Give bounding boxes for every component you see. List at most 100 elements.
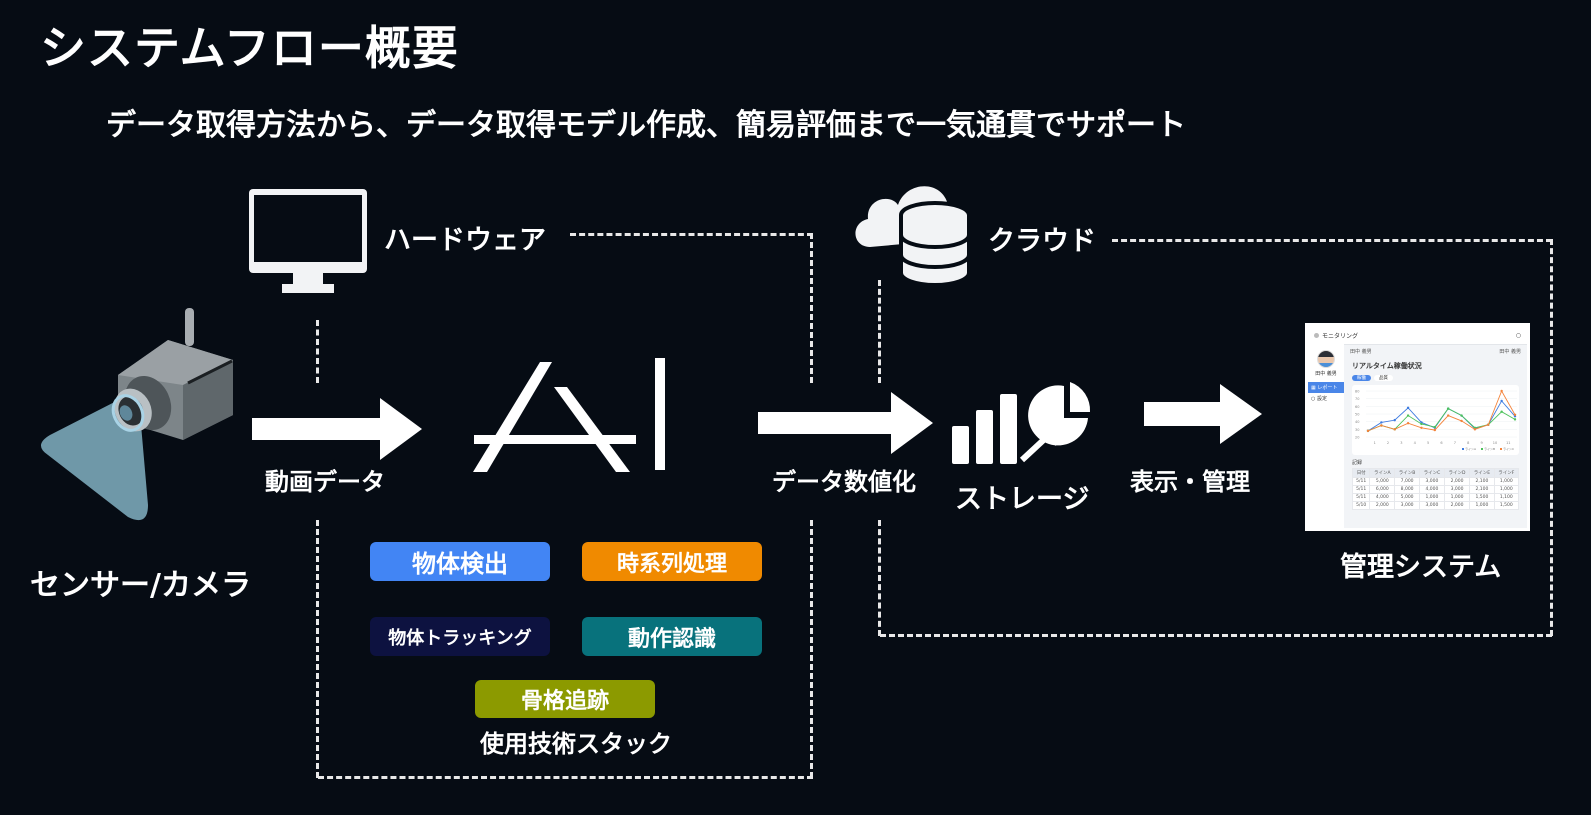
dashboard-topbar: モニタリング ○ [1308,326,1527,345]
search-icon: ○ [1515,331,1521,339]
legend-label: ラインA [1465,446,1477,451]
table-cell: 8,000 [1394,485,1421,494]
avatar [1317,350,1335,368]
cloud-frame-bottom [880,634,1552,637]
management-label: 管理システム [1340,552,1502,583]
hardware-frame-right-lower [810,520,813,778]
tech-chip-pose-tracking: 骨格追跡 [475,680,655,718]
table-cell: 5/11 [1351,477,1371,486]
x-tick-label: 11 [1506,441,1510,445]
tab-quality[interactable]: 品質 [1374,375,1393,381]
y-tick-label: 80 [1355,390,1359,394]
sidebar-item-settings[interactable]: ○ 設定 [1311,396,1327,402]
table-header-cell: ラインD [1443,468,1471,478]
hardware-frame-right-upper [810,233,813,383]
hardware-frame-bottom [318,776,813,779]
table-cell: 3,000 [1443,485,1471,494]
data-point [1420,426,1423,429]
arrow-video-data [252,398,422,460]
hardware-label: ハードウェア [384,225,546,256]
data-point [1513,413,1517,416]
hardware-frame-top [570,233,813,236]
sensor-label: センサー/カメラ [30,568,251,603]
data-point [1393,428,1396,431]
tech-chip-action-recognition: 動作認識 [582,617,762,656]
table-header-cell: 日付 [1351,468,1371,478]
arrow-label-video-data: 動画データ [265,468,385,496]
table-cell: 5/11 [1351,493,1371,502]
table-cell: 1,000 [1419,493,1445,502]
data-point [1446,414,1450,417]
y-tick-label: 20 [1355,436,1359,440]
x-tick-label: 6 [1440,441,1442,445]
tab-operation[interactable]: 稼働 [1352,375,1371,381]
cloud-frame-right [1550,239,1553,636]
table-cell: 2,100 [1469,485,1495,494]
data-point [1500,399,1503,403]
hardware-frame-left-lower [316,520,319,778]
data-point [1366,429,1370,433]
table-cell: 1,500 [1469,493,1495,502]
dashboard-sidebar: 田中 義男 ▦ レポート ○ 設定 [1308,344,1344,528]
table-cell: 2,000 [1443,477,1471,486]
table-header-cell: ラインB [1394,468,1421,478]
legend-label: ラインB [1484,446,1495,451]
arrow-label-display-manage: 表示・管理 [1130,468,1250,496]
table-cell: 3,000 [1419,501,1445,510]
tech-chip-object-detection: 物体検出 [370,542,550,581]
table-cell: 1,000 [1469,501,1495,510]
table-cell: 5/10 [1351,501,1371,510]
camera-icon [18,305,243,534]
dashboard-page-title: リアルタイム稼働状況 [1352,362,1422,370]
y-tick-label: 30 [1355,428,1359,432]
sidebar-user-name: 田中 義男 [1315,371,1337,377]
page-title: システムフロー概要 [40,21,459,75]
sidebar-item-report[interactable]: ▦ レポート [1308,382,1344,393]
data-point [1487,423,1490,426]
series-line-1 [1367,400,1516,432]
series-line-3 [1367,389,1516,432]
x-tick-label: 3 [1400,441,1402,445]
arrow-data-digitize [758,392,933,454]
dashboard-header-user-right: 田中 義男 [1499,349,1521,355]
table-cell: 1,000 [1493,485,1520,494]
data-point [1406,422,1410,425]
legend-swatch [1500,448,1502,450]
data-point [1473,428,1477,431]
data-point [1513,418,1517,421]
y-tick-label: 40 [1355,420,1359,424]
data-point [1500,389,1503,393]
arrow-display-manage [1144,384,1262,444]
x-tick-label: 7 [1454,441,1456,445]
x-tick-label: 1 [1374,441,1376,445]
table-header-cell: ラインA [1369,468,1396,478]
data-point [1460,414,1463,417]
data-point [1460,419,1463,423]
table-cell: 1,000 [1443,493,1471,502]
analytics-icon [950,378,1095,472]
table-cell: 3,000 [1394,501,1421,510]
data-point [1406,414,1410,417]
x-tick-label: 2 [1387,441,1389,445]
y-tick-label: 50 [1355,413,1359,417]
cloud-frame-top [1112,239,1552,242]
table-cell: 1,500 [1493,501,1520,510]
table-header-cell: ラインC [1419,468,1445,478]
data-point [1500,410,1503,413]
cloud-database-icon [850,175,975,291]
dashboard-header-user-left: 田中 義男 [1350,349,1372,355]
data-point [1380,424,1383,427]
data-point [1393,418,1396,422]
table-cell: 2,000 [1443,501,1471,510]
table-header-cell: ラインE [1469,468,1495,478]
tech-chip-time-series: 時系列処理 [582,542,762,581]
table-cell: 3,000 [1419,477,1445,486]
table-cell: 4,000 [1369,493,1396,502]
